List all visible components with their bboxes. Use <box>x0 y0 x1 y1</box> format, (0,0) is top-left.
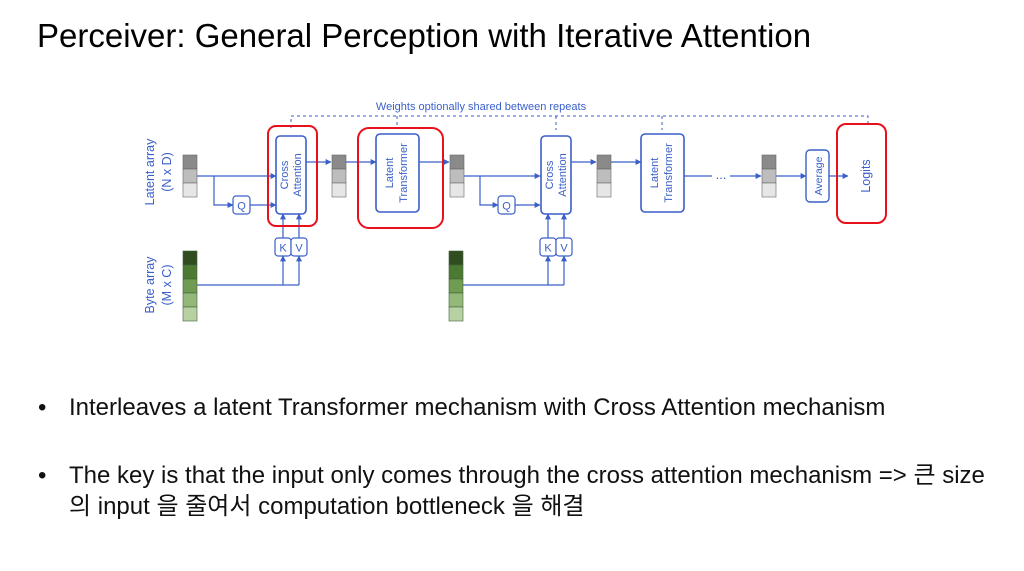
latent-array-dims: (N x D) <box>160 152 174 192</box>
shared-weights-bracket <box>290 115 869 130</box>
main-flow-arrows <box>197 159 849 286</box>
latent-array-2 <box>331 154 347 198</box>
perceiver-architecture-diagram: Weights optionally shared between repeat… <box>143 101 887 322</box>
byte-array-1 <box>182 250 198 322</box>
cross-attention-label-2b: Attention <box>557 153 569 196</box>
key-label-1: K <box>279 243 287 255</box>
query-label-1: Q <box>237 201 246 213</box>
highlight-cross-attention <box>267 125 318 227</box>
latent-transformer-label-1b: Transformer <box>398 143 410 203</box>
latent-transformer-label-2b: Transformer <box>663 143 675 203</box>
byte-array-dims: (M x C) <box>160 265 174 306</box>
latent-array-label: Latent array <box>143 138 157 205</box>
average-block <box>805 149 830 203</box>
cross-attention-label-2a: Cross <box>544 160 556 189</box>
byte-array-2 <box>448 250 464 322</box>
cross-attention-block-1 <box>275 135 307 215</box>
slide-title: Perceiver: General Perception with Itera… <box>37 17 812 54</box>
bullet-text-1: Interleaves a latent Transformer mechani… <box>69 394 886 421</box>
latent-array-4 <box>596 154 612 198</box>
byte-array-label: Byte array <box>143 256 157 314</box>
bullet-marker: • <box>38 394 47 421</box>
bullet-list: • Interleaves a latent Transformer mecha… <box>38 392 998 522</box>
value-label-1: V <box>295 243 303 255</box>
cross-attention-label-1a: Cross <box>279 160 291 189</box>
highlight-outlines <box>267 123 887 229</box>
latent-transformer-label-1a: Latent <box>384 158 396 189</box>
bullet-text-2: The key is that the input only comes thr… <box>69 462 985 520</box>
query-box-1 <box>232 195 251 215</box>
repeat-ellipsis: ... <box>716 167 727 182</box>
latent-transformer-block-1 <box>375 133 420 213</box>
shared-weights-label: Weights optionally shared between repeat… <box>376 101 587 113</box>
key-label-2: K <box>544 243 552 255</box>
cross-attention-block-2 <box>540 135 572 215</box>
query-box-2 <box>497 195 516 215</box>
query-label-2: Q <box>502 201 511 213</box>
latent-array-1 <box>182 154 198 198</box>
bullet-marker: • <box>38 462 47 489</box>
value-box-1 <box>290 237 308 257</box>
bullet-item-2: • The key is that the input only comes t… <box>38 460 998 522</box>
logits-label: Logits <box>859 159 873 192</box>
highlight-latent-transformer <box>357 127 444 229</box>
bullet-item-1: • Interleaves a latent Transformer mecha… <box>38 392 998 423</box>
highlight-logits <box>836 123 887 224</box>
latent-transformer-label-2a: Latent <box>649 158 661 189</box>
value-label-2: V <box>560 243 568 255</box>
latent-transformer-block-2 <box>640 133 685 213</box>
value-box-2 <box>555 237 573 257</box>
average-label: Average <box>813 156 825 195</box>
latent-array-5 <box>761 154 777 198</box>
latent-array-3 <box>449 154 465 198</box>
cross-attention-label-1b: Attention <box>292 153 304 196</box>
